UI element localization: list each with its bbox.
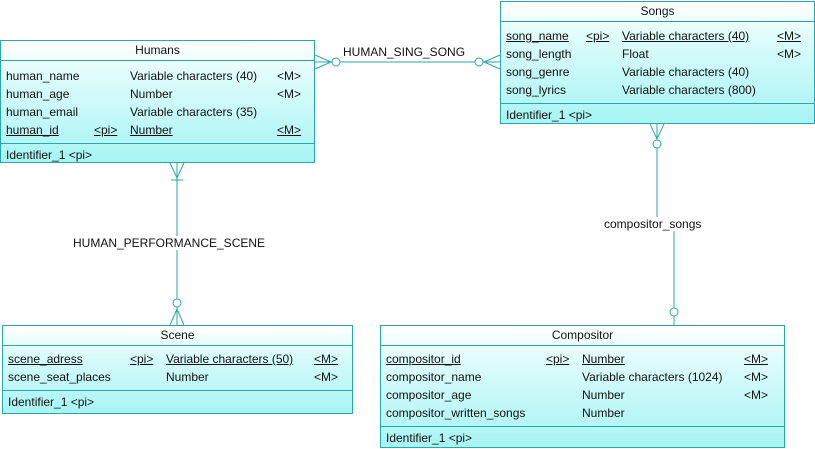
attribute-mandatory: <M> <box>777 47 802 61</box>
attribute-type: Variable characters (50) <box>166 352 294 366</box>
attribute-name: song_lyrics <box>506 83 567 97</box>
crowfoot-humans-bottom <box>169 162 178 179</box>
attribute-row: scene_seat_places Number <M> <box>3 368 352 386</box>
attribute-name: song_length <box>506 47 572 61</box>
attribute-row: compositor_id <pi> Number <M> <box>381 350 784 368</box>
attribute-mandatory: <M> <box>277 123 302 137</box>
link-human-sing-song[interactable] <box>314 54 501 70</box>
entity-humans[interactable]: Humans human_name Variable characters (4… <box>0 40 315 163</box>
attribute-row: human_name Variable characters (40) <M> <box>1 67 314 85</box>
crowfoot-scene-top <box>169 308 178 326</box>
attribute-name: compositor_id <box>386 352 461 366</box>
attribute-list: compositor_id <pi> Number <M> compositor… <box>381 346 784 426</box>
attribute-type: Variable characters (1024) <box>582 370 723 384</box>
attribute-mandatory: <M> <box>744 388 769 402</box>
attribute-row: song_name <pi> Variable characters (40) … <box>501 27 814 45</box>
attribute-type: Number <box>130 123 173 137</box>
entity-compositor[interactable]: Compositor compositor_id <pi> Number <M>… <box>380 325 785 448</box>
entity-title: Humans <box>1 41 314 61</box>
attribute-mandatory: <M> <box>744 352 769 366</box>
attribute-type: Variable characters (40) <box>130 69 258 83</box>
crowfoot-songs-side <box>483 54 501 63</box>
attribute-name: human_name <box>6 69 80 83</box>
identifier-section: Identifier_1 <pi> <box>381 426 784 449</box>
attribute-type: Number <box>582 388 625 402</box>
attribute-type: Variable characters (800) <box>622 83 756 97</box>
relationship-label-human-performance-scene: HUMAN_PERFORMANCE_SCENE <box>71 236 268 250</box>
attribute-mandatory: <M> <box>277 69 302 83</box>
entity-scene[interactable]: Scene scene_adress <pi> Variable charact… <box>2 325 353 414</box>
attribute-name: song_name <box>506 29 569 43</box>
attribute-name: compositor_name <box>386 370 482 384</box>
attribute-mandatory: <M> <box>314 352 339 366</box>
attribute-name: human_age <box>6 87 70 101</box>
attribute-list: song_name <pi> Variable characters (40) … <box>501 22 814 103</box>
attribute-row: song_length Float <M> <box>501 45 814 63</box>
attribute-list: human_name Variable characters (40) <M> … <box>1 61 314 143</box>
attribute-type: Variable characters (35) <box>130 105 258 119</box>
attribute-type: Number <box>130 87 173 101</box>
attribute-name: scene_seat_places <box>8 370 111 384</box>
attribute-type: Variable characters (40) <box>622 65 750 79</box>
entity-songs[interactable]: Songs song_name <pi> Variable characters… <box>500 1 815 124</box>
identifier-section: Identifier_1 <pi> <box>1 143 314 166</box>
attribute-row: human_id <pi> Number <M> <box>1 121 314 139</box>
attribute-pi: <pi> <box>546 352 570 366</box>
attribute-pi: <pi> <box>586 29 610 43</box>
crowfoot-humans-side <box>314 54 332 63</box>
attribute-row: song_genre Variable characters (40) <box>501 63 814 81</box>
optional-circle-songs-side <box>474 57 484 67</box>
attribute-mandatory: <M> <box>314 370 339 384</box>
relationship-label-compositor-songs: compositor_songs <box>602 217 704 231</box>
attribute-pi: <pi> <box>94 123 118 137</box>
attribute-pi: <pi> <box>130 352 154 366</box>
attribute-row: compositor_age Number <M> <box>381 386 784 404</box>
attribute-type: Variable characters (40) <box>622 29 750 43</box>
attribute-name: human_id <box>6 123 59 137</box>
relationship-label-human-sing-song: HUMAN_SING_SONG <box>341 45 468 59</box>
optional-circle-songs-bottom <box>652 139 662 149</box>
attribute-name: human_email <box>6 105 79 119</box>
attribute-row: scene_adress <pi> Variable characters (5… <box>3 350 352 368</box>
attribute-row: human_email Variable characters (35) <box>1 103 314 121</box>
attribute-name: compositor_written_songs <box>386 406 526 420</box>
attribute-mandatory: <M> <box>744 370 769 384</box>
attribute-list: scene_adress <pi> Variable characters (5… <box>3 346 352 390</box>
attribute-name: compositor_age <box>386 388 472 402</box>
entity-title: Scene <box>3 326 352 346</box>
attribute-type: Number <box>582 352 625 366</box>
optional-circle-scene-top <box>172 298 182 308</box>
attribute-row: compositor_name Variable characters (102… <box>381 368 784 386</box>
attribute-mandatory: <M> <box>777 29 802 43</box>
crowfoot-songs-bottom <box>649 123 658 140</box>
attribute-row: compositor_written_songs Number <box>381 404 784 422</box>
attribute-row: human_age Number <M> <box>1 85 314 103</box>
optional-circle-compositor-top <box>669 307 679 317</box>
identifier-section: Identifier_1 <pi> <box>3 390 352 413</box>
attribute-type: Number <box>582 406 625 420</box>
entity-title: Songs <box>501 2 814 22</box>
entity-title: Compositor <box>381 326 784 346</box>
link-human-performance-scene[interactable] <box>169 162 185 326</box>
attribute-row: song_lyrics Variable characters (800) <box>501 81 814 99</box>
attribute-type: Float <box>622 47 649 61</box>
optional-circle-humans-side <box>331 57 341 67</box>
attribute-type: Number <box>166 370 209 384</box>
attribute-mandatory: <M> <box>277 87 302 101</box>
attribute-name: song_genre <box>506 65 570 79</box>
identifier-section: Identifier_1 <pi> <box>501 103 814 126</box>
attribute-name: scene_adress <box>8 352 83 366</box>
